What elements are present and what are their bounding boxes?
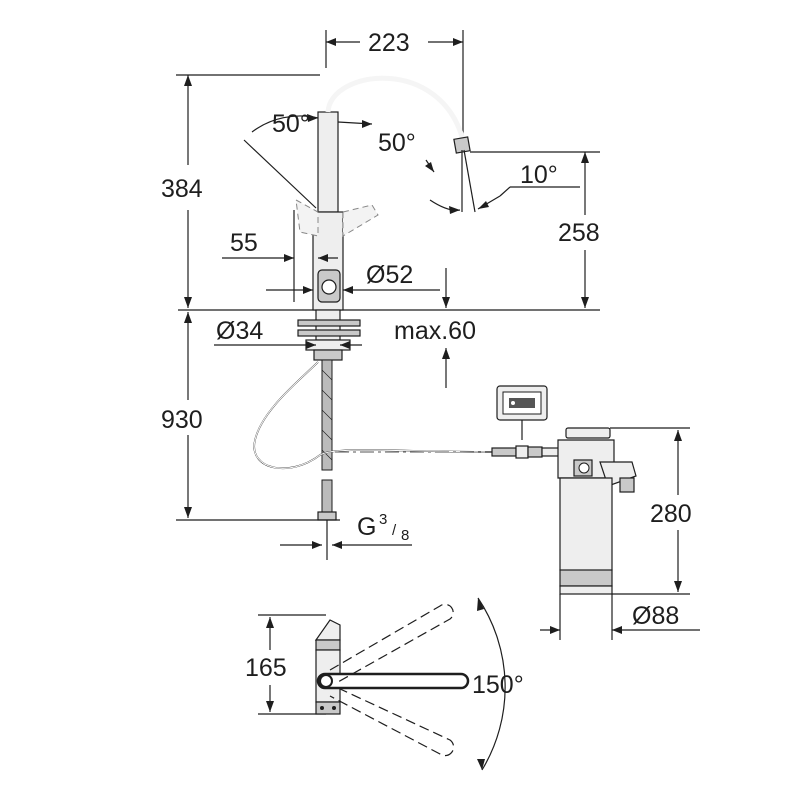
dimension-223: 223 xyxy=(325,29,464,140)
label-258: 258 xyxy=(558,219,600,247)
label-g-num: 3 xyxy=(379,511,387,528)
label-50-right: 50° xyxy=(378,129,416,157)
angle-150: 150° xyxy=(472,597,524,771)
filter-connector xyxy=(491,445,567,459)
faucet-plan-view xyxy=(314,603,470,757)
angle-50-right: 50° xyxy=(337,120,435,173)
dimension-g38: G 3 / 8 xyxy=(280,511,412,549)
label-g-den: 8 xyxy=(401,527,409,544)
angle-10: 10° xyxy=(429,149,580,214)
label-10: 10° xyxy=(520,161,558,189)
dimension-max60: max.60 xyxy=(394,268,476,388)
dimension-55: 55 xyxy=(222,210,338,302)
dimension-280: 280 xyxy=(610,427,692,595)
label-g: G xyxy=(357,513,376,541)
label-max60: max.60 xyxy=(394,317,476,345)
label-930: 930 xyxy=(161,406,203,434)
dimension-258: 258 xyxy=(470,151,600,308)
mounting-shank xyxy=(297,309,361,361)
dimension-384: 384 xyxy=(161,74,320,308)
filter-display xyxy=(496,385,548,440)
label-50-left: 50° xyxy=(272,110,310,138)
water-filter-cartridge xyxy=(557,427,637,595)
label-223: 223 xyxy=(368,29,410,57)
label-384: 384 xyxy=(161,175,203,203)
dimension-d34: Ø34 xyxy=(214,317,362,349)
label-280: 280 xyxy=(650,500,692,528)
label-d34: Ø34 xyxy=(216,317,263,345)
label-g-slash: / xyxy=(392,522,397,539)
faucet-body xyxy=(295,75,471,311)
label-165: 165 xyxy=(245,654,287,682)
label-55: 55 xyxy=(230,229,258,257)
dimension-d52: Ø52 xyxy=(266,261,440,294)
label-d88: Ø88 xyxy=(632,602,679,630)
dimension-d88: Ø88 xyxy=(540,594,700,640)
label-d52: Ø52 xyxy=(366,261,413,289)
dimension-930: 930 xyxy=(161,312,340,521)
angle-50-left: 50° xyxy=(243,110,319,209)
label-150: 150° xyxy=(472,671,524,699)
dimension-165: 165 xyxy=(245,614,326,715)
